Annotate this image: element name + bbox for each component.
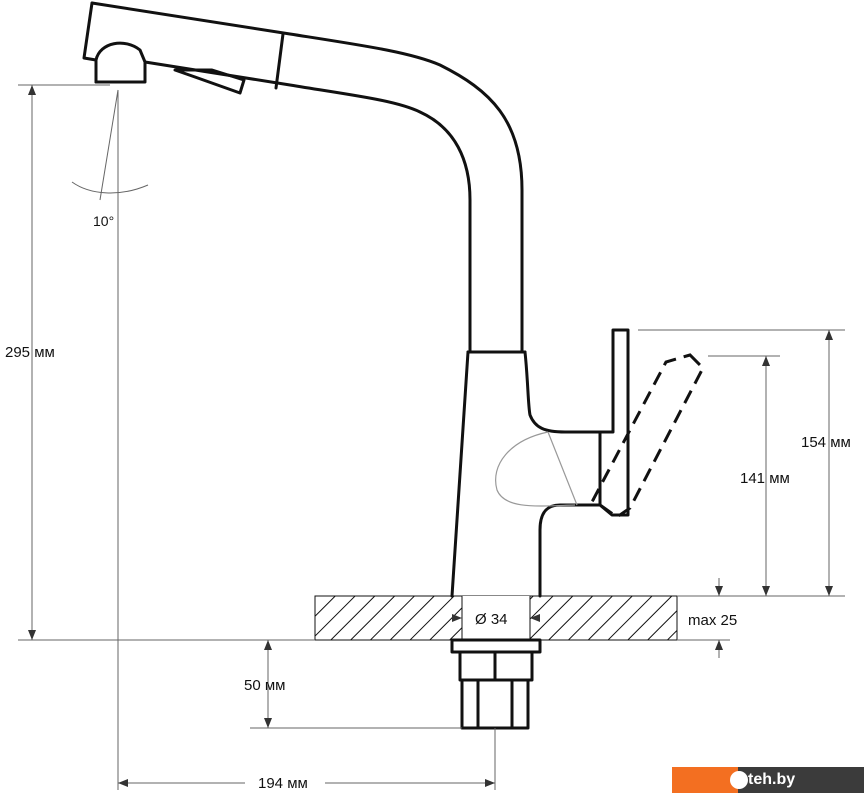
height-total-label: 295 мм (5, 344, 55, 361)
logo-dot-icon (730, 771, 748, 789)
shank-length-label: 50 мм (244, 677, 285, 694)
angle-label: 10° (93, 213, 114, 229)
dimension-lines (18, 84, 845, 790)
max-thickness-label: max 25 (688, 612, 737, 629)
countertop (314, 595, 678, 641)
watermark-text: teh.by (738, 767, 864, 793)
lever-height-label: 154 мм (801, 434, 851, 451)
faucet-body (82, 1, 705, 730)
site-watermark: teh.by (672, 767, 864, 793)
hole-diameter-label: Ø 34 (475, 611, 508, 628)
reach-label: 194 мм (258, 775, 308, 792)
lever-height-alt-label: 141 мм (740, 470, 790, 487)
